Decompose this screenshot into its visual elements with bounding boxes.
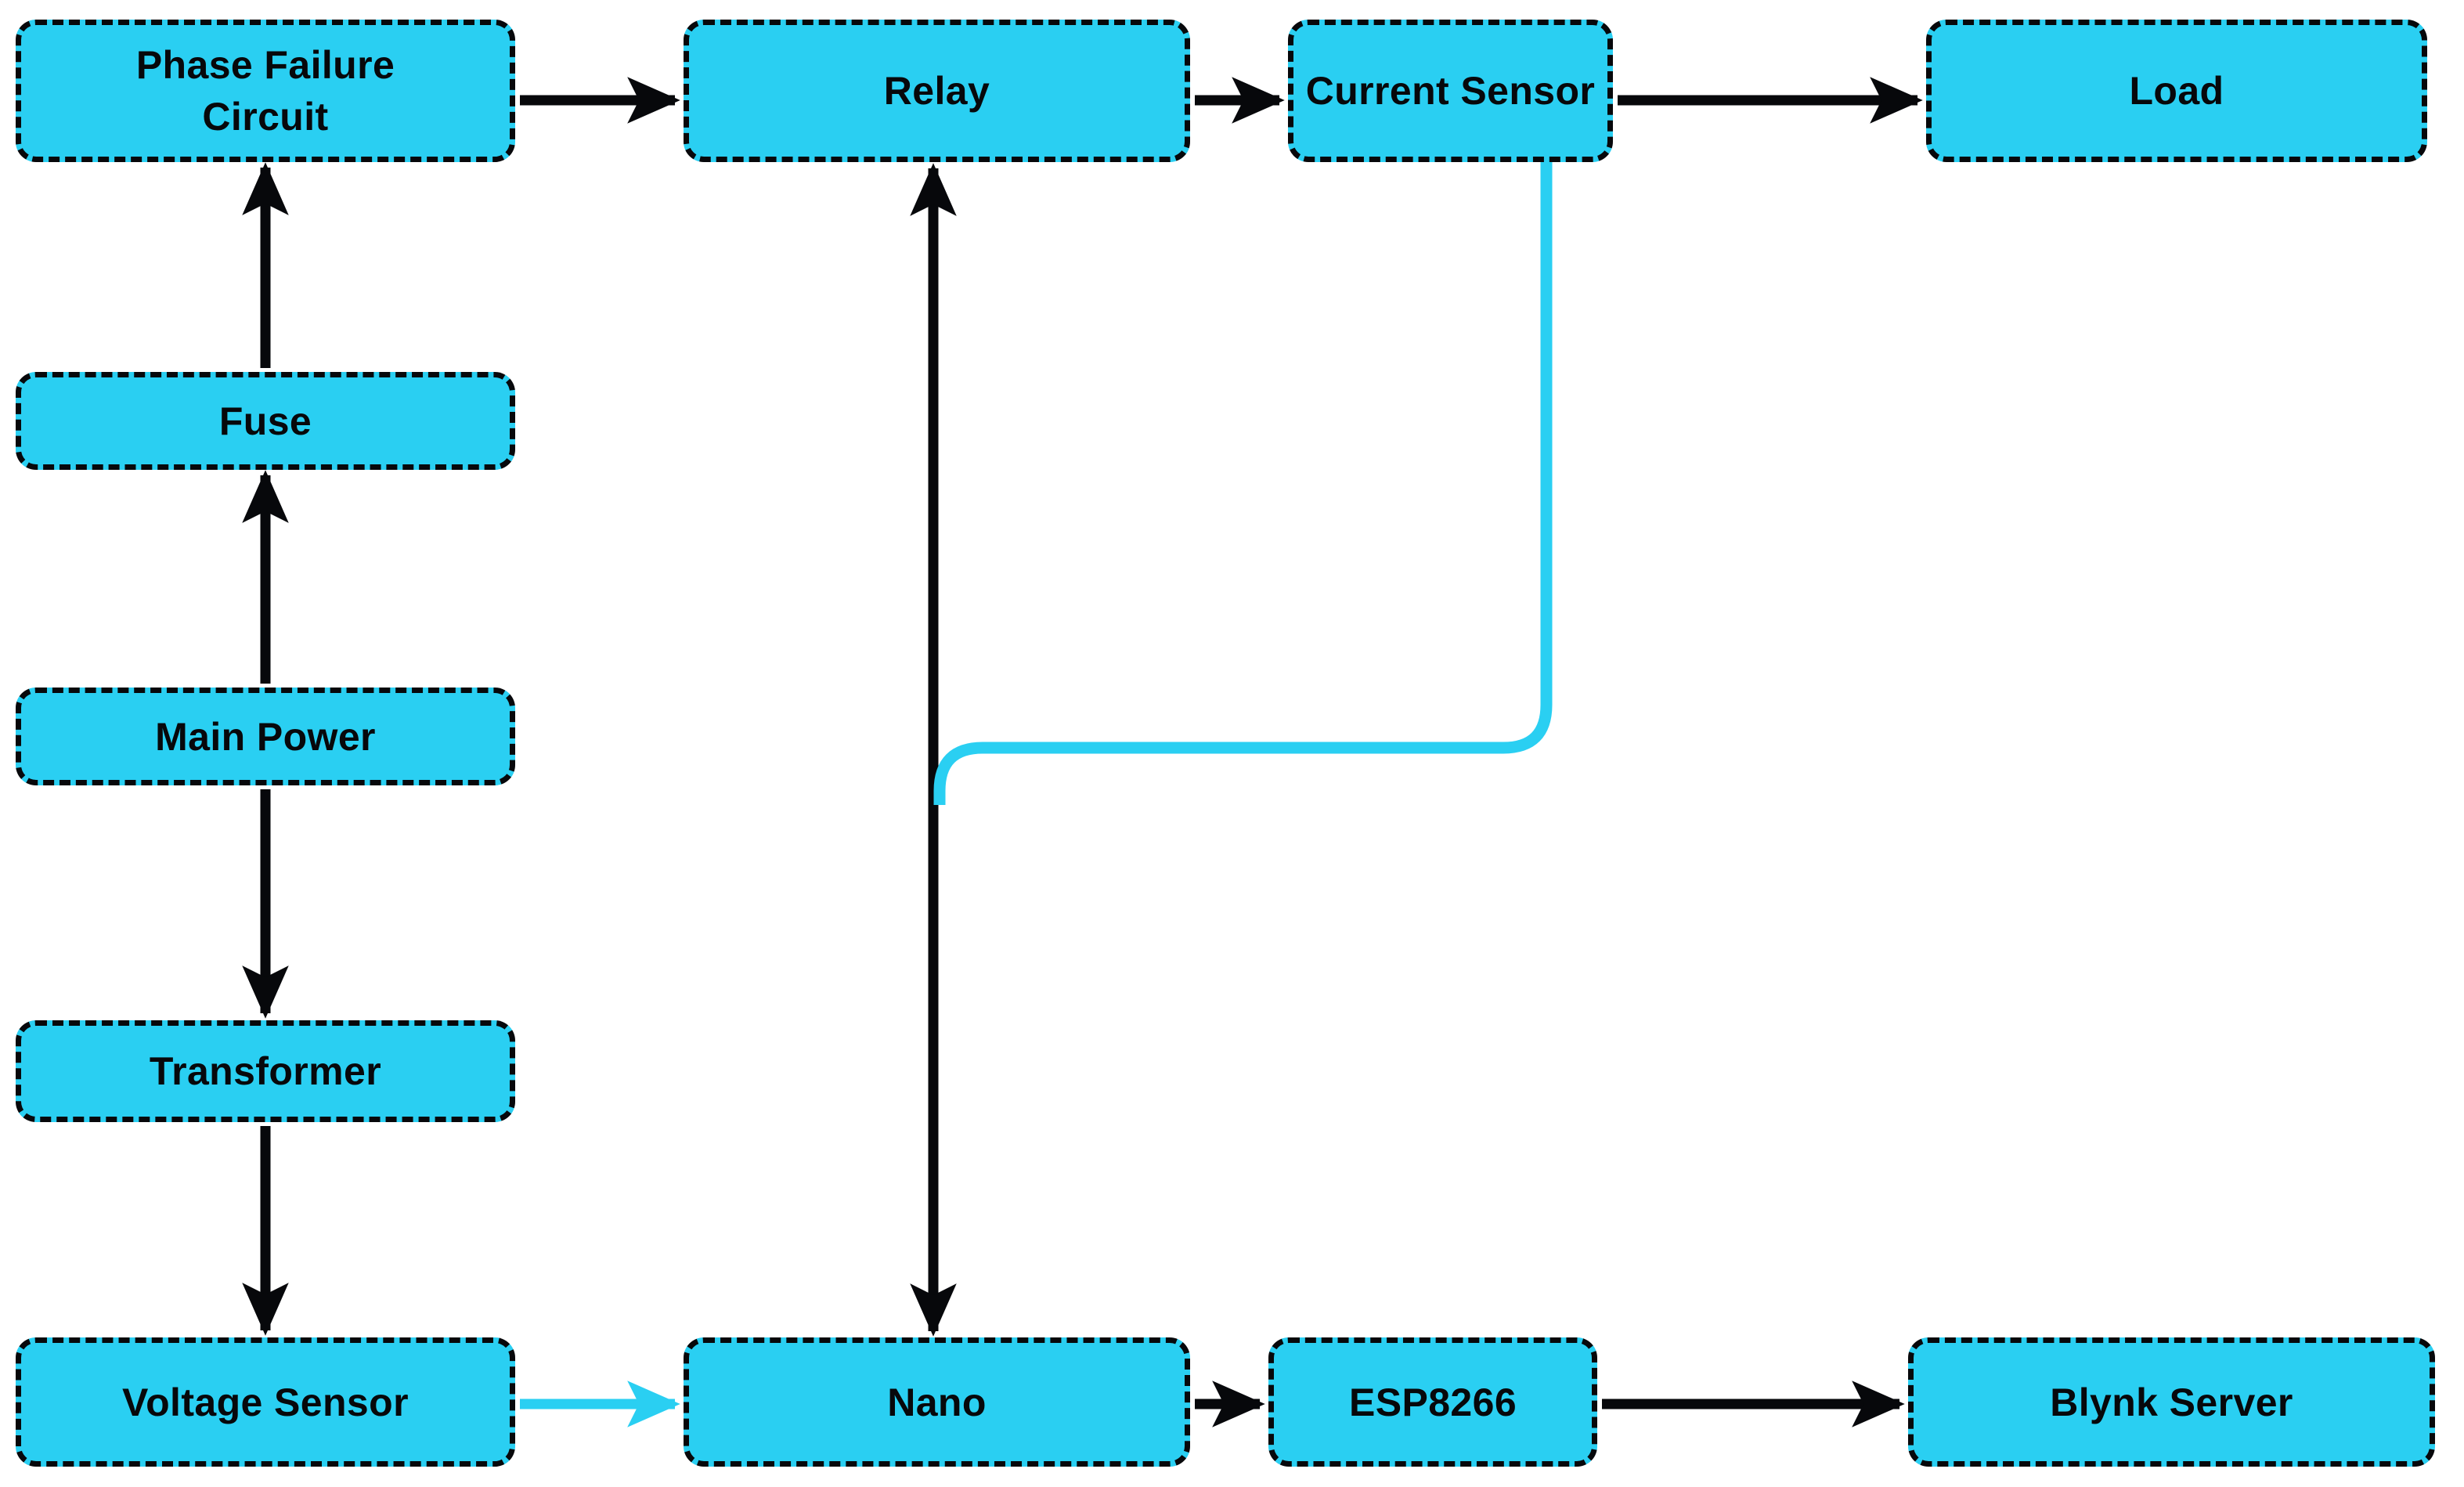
node-fuse[interactable]: Fuse: [16, 372, 515, 470]
node-load[interactable]: Load: [1926, 20, 2427, 162]
node-label-relay: Relay: [883, 69, 990, 113]
node-label-load: Load: [2129, 69, 2224, 113]
node-blynk-server[interactable]: Blynk Server: [1908, 1337, 2435, 1467]
node-voltage-sensor[interactable]: Voltage Sensor: [16, 1337, 515, 1467]
edge-current-sensor-to-nano-link: [933, 162, 1553, 805]
node-label-transformer: Transformer: [149, 1049, 382, 1093]
node-label-nano: Nano: [887, 1380, 987, 1424]
node-esp8266[interactable]: ESP8266: [1268, 1337, 1597, 1467]
node-current-sensor[interactable]: Current Sensor: [1288, 20, 1613, 162]
node-label-voltage-sensor: Voltage Sensor: [122, 1380, 409, 1424]
node-relay[interactable]: Relay: [684, 20, 1190, 162]
node-label-main-power: Main Power: [155, 714, 376, 759]
node-label-blynk-server: Blynk Server: [2050, 1380, 2293, 1424]
node-main-power[interactable]: Main Power: [16, 688, 515, 785]
node-label-fuse: Fuse: [218, 399, 312, 443]
node-label-phase-failure-circuit: Phase Failure Circuit: [135, 43, 395, 139]
node-transformer[interactable]: Transformer: [16, 1020, 515, 1122]
node-label-current-sensor: Current Sensor: [1305, 69, 1596, 113]
node-nano[interactable]: Nano: [684, 1337, 1190, 1467]
node-phase-failure-circuit[interactable]: Phase Failure Circuit: [16, 20, 515, 162]
node-label-esp8266: ESP8266: [1348, 1380, 1517, 1424]
